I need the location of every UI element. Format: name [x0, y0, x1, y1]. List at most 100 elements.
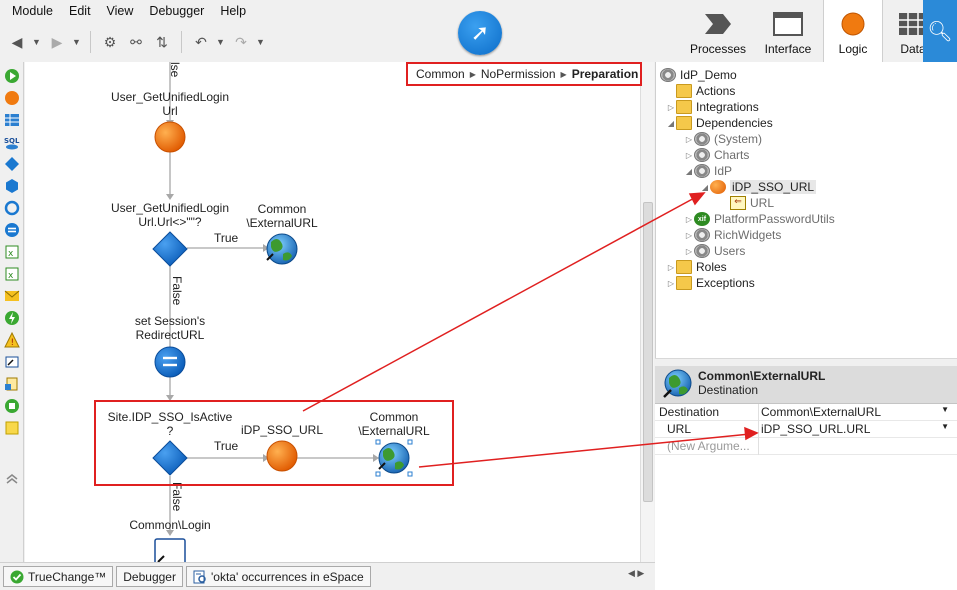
breadcrumb-item-nopermission[interactable]: NoPermission — [480, 67, 556, 81]
tree-item-roles[interactable]: ▷Roles — [666, 259, 727, 275]
record-list-to-excel-icon[interactable]: x — [4, 244, 20, 260]
download-icon[interactable] — [4, 376, 20, 392]
tree-item-richwidgets[interactable]: ▷RichWidgets — [684, 227, 781, 243]
external-url-destination-selected-node[interactable] — [375, 439, 413, 477]
menu-debugger[interactable]: Debugger — [149, 4, 205, 18]
external-url-destination-node[interactable] — [266, 233, 298, 265]
panel-splitter[interactable] — [655, 358, 957, 366]
tab-logic[interactable]: Logic — [823, 0, 883, 62]
switch-icon[interactable] — [4, 178, 20, 194]
tab-debugger[interactable]: Debugger — [116, 566, 183, 587]
property-row-url[interactable]: URL iDP_SSO_URL.URL ▼ — [655, 421, 957, 438]
server-action-node[interactable] — [154, 121, 186, 153]
search-button[interactable]: 🔍︎ — [923, 0, 957, 62]
assign-icon[interactable] — [4, 222, 20, 238]
start-icon[interactable] — [4, 68, 20, 84]
menu-module[interactable]: Module — [12, 4, 53, 18]
dropdown-icon[interactable]: ▼ — [941, 422, 949, 431]
login-destination-node[interactable] — [154, 538, 186, 562]
toolbar: ◀ ▼ ▶ ▼ ⚙ ⚯ ⇅ ↶ ▼ ↷ ▼ — [0, 22, 680, 62]
tree-item-idp[interactable]: ◢IdP — [684, 163, 732, 179]
node-label-line: Url — [162, 104, 178, 118]
canvas-vertical-scrollbar[interactable] — [640, 62, 654, 562]
expand-icon[interactable]: ▷ — [685, 214, 693, 224]
collapse-icon[interactable]: ◢ — [667, 118, 675, 128]
tree-label: (System) — [714, 132, 762, 146]
if-icon[interactable] — [4, 156, 20, 172]
tab-search-results[interactable]: 'okta' occurrences in eSpace — [185, 566, 371, 587]
redo-icon[interactable]: ↷ — [235, 33, 247, 50]
collapse-icon[interactable]: ◢ — [685, 166, 693, 176]
logic-icon — [841, 12, 865, 36]
new-argument-placeholder[interactable]: (New Argume... — [667, 439, 750, 453]
sso-url-action-node[interactable] — [266, 440, 298, 472]
back-dropdown-icon[interactable]: ▼ — [32, 37, 41, 47]
tree-item-charts[interactable]: ▷Charts — [684, 147, 749, 163]
aggregate-icon[interactable] — [4, 112, 20, 128]
redo-dropdown-icon[interactable]: ▼ — [256, 37, 265, 47]
run-server-action-icon[interactable] — [4, 90, 20, 106]
tab-data[interactable]: Data — [883, 0, 943, 62]
menu-edit[interactable]: Edit — [69, 4, 91, 18]
tree-item-espace[interactable]: IdP_Demo — [660, 67, 737, 83]
scroll-thumb[interactable] — [643, 202, 653, 502]
dependencies-icon[interactable]: ⚯ — [130, 33, 142, 50]
false-edge-label: False — [170, 276, 184, 306]
expand-icon[interactable]: ▷ — [667, 262, 675, 272]
send-email-icon[interactable] — [4, 288, 20, 304]
dropdown-icon[interactable]: ▼ — [941, 405, 949, 414]
raise-exception-icon[interactable]: ! — [4, 332, 20, 348]
destination-icon[interactable] — [4, 354, 20, 370]
svg-text:!: ! — [11, 338, 15, 348]
back-icon[interactable]: ◀ — [11, 33, 23, 50]
data-icon — [899, 13, 927, 35]
expand-icon[interactable]: ▷ — [667, 102, 675, 112]
tab-processes[interactable]: Processes — [683, 0, 753, 62]
tree-item-idp-sso-url[interactable]: ◢ iDP_SSO_URL — [700, 179, 817, 195]
panel-nav-icons[interactable]: ◀ ▶ — [628, 568, 645, 578]
for-each-icon[interactable] — [4, 200, 20, 216]
excel-to-record-list-icon[interactable]: x — [4, 266, 20, 282]
tree-item-users[interactable]: ▷Users — [684, 243, 745, 259]
expand-icon[interactable]: ▷ — [685, 134, 693, 144]
tree-item-exceptions[interactable]: ▷Exceptions — [666, 275, 755, 291]
end-icon[interactable] — [4, 398, 20, 414]
collapse-palette-icon[interactable] — [4, 470, 20, 486]
sql-icon[interactable]: SQL — [4, 134, 20, 150]
undo-dropdown-icon[interactable]: ▼ — [216, 37, 225, 47]
property-value[interactable]: iDP_SSO_URL.URL — [761, 422, 871, 436]
cell-divider — [758, 404, 759, 421]
property-value[interactable]: Common\ExternalURL — [761, 405, 882, 419]
javascript-icon[interactable] — [4, 310, 20, 326]
assign-node[interactable] — [154, 346, 186, 378]
if-node[interactable] — [152, 231, 188, 267]
tab-interface[interactable]: Interface — [753, 0, 823, 62]
property-row-new-argument[interactable]: (New Argume... — [655, 438, 957, 455]
expand-icon[interactable]: ▷ — [685, 150, 693, 160]
tree-item-actions[interactable]: Actions — [666, 83, 735, 99]
merge-icon[interactable]: ⇅ — [156, 33, 168, 50]
expand-icon[interactable]: ▷ — [685, 230, 693, 240]
property-row-destination[interactable]: Destination Common\ExternalURL ▼ — [655, 404, 957, 421]
forward-dropdown-icon[interactable]: ▼ — [72, 37, 81, 47]
breadcrumb-item-common[interactable]: Common — [416, 67, 465, 81]
settings-gear-icon[interactable]: ⚙ — [103, 33, 117, 50]
expand-icon[interactable]: ▷ — [667, 278, 675, 288]
tree-label: iDP_SSO_URL — [730, 180, 817, 194]
comment-icon[interactable] — [4, 420, 20, 436]
if-sso-active-node[interactable] — [152, 440, 188, 476]
collapse-icon[interactable]: ◢ — [701, 182, 709, 192]
tree-item-url-parameter[interactable]: ⇐URL — [730, 195, 774, 211]
menu-view[interactable]: View — [106, 4, 134, 18]
tab-truechange[interactable]: TrueChange™ — [3, 566, 114, 587]
expand-icon[interactable]: ▷ — [685, 246, 693, 256]
tree-item-dependencies[interactable]: ◢Dependencies — [666, 115, 773, 131]
undo-icon[interactable]: ↶ — [195, 33, 207, 50]
forward-icon[interactable]: ▶ — [51, 33, 63, 50]
tree-item-system[interactable]: ▷ (System) — [684, 131, 762, 147]
tree-item-integrations[interactable]: ▷Integrations — [666, 99, 759, 115]
menu-help[interactable]: Help — [220, 4, 247, 18]
publish-button[interactable]: ➚ — [458, 11, 502, 55]
